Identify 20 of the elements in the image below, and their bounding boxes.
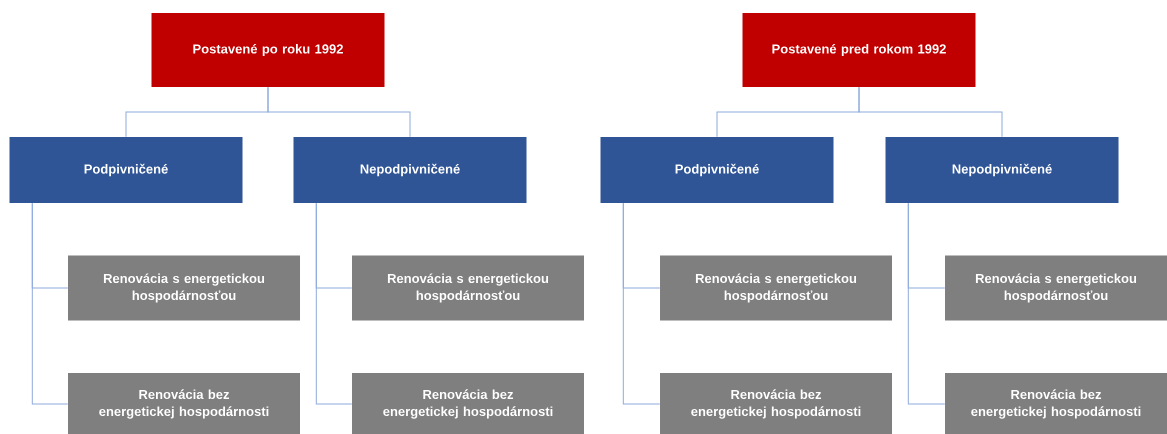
renovation-box: Renovácia bez energetickej hospodárnosti bbox=[68, 373, 300, 434]
header-box: Postavené po roku 1992 bbox=[151, 13, 385, 87]
renovation-box: Renovácia s energetickou hospodárnosťou bbox=[660, 255, 892, 321]
renovation-box: Renovácia s energetickou hospodárnosťou bbox=[945, 255, 1167, 321]
renovation-box: Renovácia s energetickou hospodárnosťou bbox=[68, 255, 300, 321]
category-box: Podpivničené bbox=[9, 137, 243, 203]
header-box: Postavené pred rokom 1992 bbox=[742, 13, 976, 87]
renovation-box: Renovácia s energetickou hospodárnosťou bbox=[352, 255, 584, 321]
renovation-box: Renovácia bez energetickej hospodárnosti bbox=[945, 373, 1167, 434]
category-box: Nepodpivničené bbox=[293, 137, 527, 203]
connector bbox=[31, 202, 69, 405]
renovation-box: Renovácia bez energetickej hospodárnosti bbox=[352, 373, 584, 434]
renovation-box: Renovácia bez energetickej hospodárnosti bbox=[660, 373, 892, 434]
connector bbox=[622, 202, 661, 405]
connector bbox=[267, 86, 411, 138]
category-box: Nepodpivničené bbox=[885, 137, 1119, 203]
connector bbox=[858, 86, 1003, 138]
category-box: Podpivničené bbox=[600, 137, 834, 203]
connector bbox=[907, 202, 946, 405]
connector bbox=[315, 202, 353, 405]
